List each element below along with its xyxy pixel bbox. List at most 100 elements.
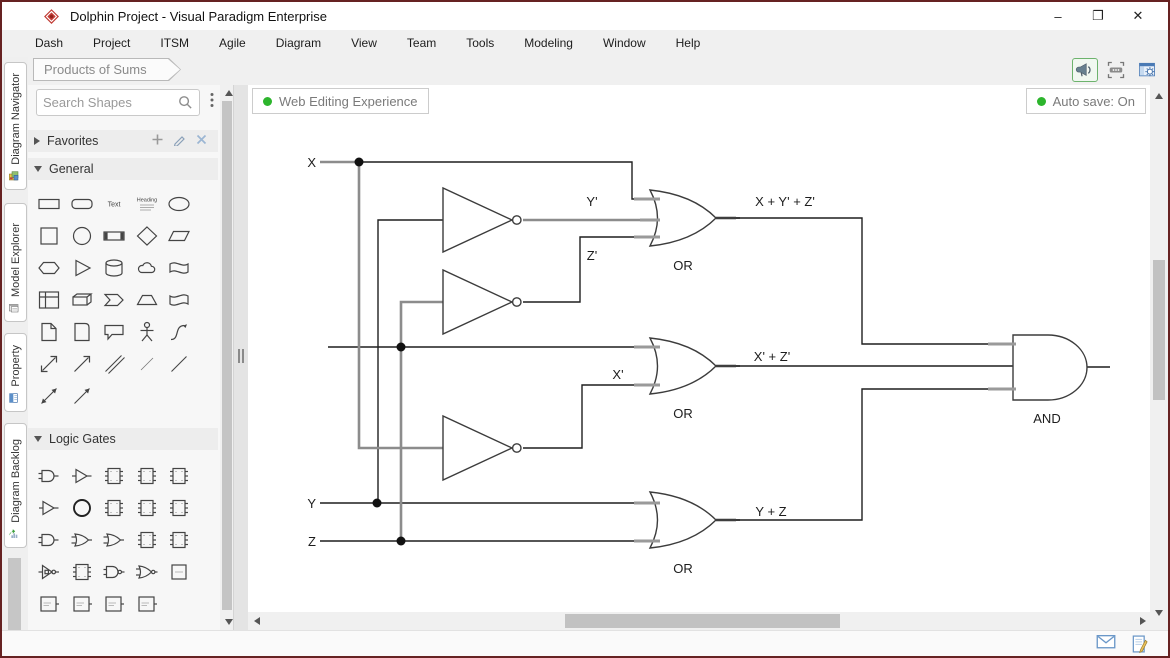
palette-shape-hexagon[interactable] [33, 252, 66, 284]
minimize-button[interactable]: – [1054, 8, 1062, 24]
gate-label-or2[interactable]: OR [673, 406, 693, 421]
palette-shape-double-line[interactable] [98, 348, 131, 380]
palette-shape-callout[interactable] [98, 316, 131, 348]
palette-scrollbar[interactable] [220, 85, 233, 630]
sidebar-tab-diagram-navigator[interactable]: Diagram Navigator [4, 62, 27, 190]
palette-shape-arrow-both-diagonal[interactable] [33, 348, 66, 380]
gate-label-and[interactable]: AND [1033, 411, 1060, 426]
palette-shape-nand-gate[interactable] [98, 556, 131, 588]
logic-circuit-diagram[interactable]: X Y Z Y' Z' X' X + Y' + Z' X' + Z' Y + Z… [248, 85, 1132, 612]
palette-shape-ic-chip[interactable] [131, 524, 164, 556]
menu-diagram[interactable]: Diagram [275, 36, 322, 50]
menu-dash[interactable]: Dash [35, 36, 64, 50]
palette-shape-diamond[interactable] [131, 220, 164, 252]
palette-shape-ic-chip[interactable] [163, 492, 196, 524]
maximize-button[interactable]: ❐ [1092, 8, 1104, 23]
palette-shape-ic-chip[interactable] [163, 460, 196, 492]
scroll-down-icon[interactable] [224, 619, 233, 625]
announcement-icon[interactable] [1072, 58, 1098, 82]
panel-divider[interactable] [233, 85, 248, 630]
palette-shape-and-gate[interactable] [33, 524, 66, 556]
palette-shape-ic-chip[interactable] [98, 460, 131, 492]
horizontal-scroll-thumb[interactable] [565, 614, 840, 628]
palette-shape-framed-rectangle[interactable] [98, 220, 131, 252]
canvas-horizontal-scrollbar[interactable] [248, 612, 1150, 630]
palette-shape-triangle-right[interactable] [66, 252, 99, 284]
close-small-icon[interactable] [195, 133, 208, 149]
not-gate-1[interactable] [442, 186, 514, 254]
add-icon[interactable] [151, 133, 164, 149]
palette-shape-labeled-box[interactable] [66, 588, 99, 620]
sidebar-tab-model-explorer[interactable]: Model Explorer [4, 203, 27, 322]
mail-icon[interactable] [1096, 634, 1116, 654]
signal-label-z-not[interactable]: Z' [587, 248, 597, 263]
input-label-x[interactable]: X [307, 155, 316, 170]
palette-shape-not-gate[interactable] [33, 556, 66, 588]
menu-help[interactable]: Help [675, 36, 701, 50]
palette-shape-curve-arrow[interactable] [163, 316, 196, 348]
diagram-canvas[interactable]: X Y Z Y' Z' X' X + Y' + Z' X' + Z' Y + Z… [248, 85, 1150, 630]
not-gate-2[interactable] [442, 268, 514, 336]
or-gate-3[interactable] [648, 491, 717, 549]
close-button[interactable]: ✕ [1132, 8, 1144, 23]
palette-shape-small-box[interactable] [163, 556, 196, 588]
search-input[interactable] [43, 95, 178, 110]
output-label-or2[interactable]: X' + Z' [754, 349, 790, 364]
palette-shape-ic-chip[interactable] [163, 524, 196, 556]
palette-shape-rectangle[interactable] [33, 188, 66, 220]
menu-agile[interactable]: Agile [219, 36, 246, 50]
palette-shape-diagonal-line[interactable] [163, 348, 196, 380]
scroll-left-icon[interactable] [254, 616, 260, 625]
palette-shape-cylinder[interactable] [98, 252, 131, 284]
signal-label-x-not[interactable]: X' [612, 367, 623, 382]
palette-shape-parallelogram[interactable] [163, 220, 196, 252]
not-bubble-icon[interactable] [511, 443, 522, 453]
canvas-vertical-scrollbar[interactable] [1150, 85, 1168, 630]
section-general[interactable]: General [28, 158, 218, 180]
fit-to-window-icon[interactable] [1103, 58, 1129, 82]
palette-shape-ic-chip[interactable] [131, 492, 164, 524]
tabstrip-scrollbar[interactable] [8, 558, 21, 630]
not-bubble-icon[interactable] [511, 215, 522, 225]
palette-shape-labeled-box[interactable] [131, 588, 164, 620]
signal-label-y-not[interactable]: Y' [586, 194, 597, 209]
palette-shape-heading-shape[interactable]: Heading [131, 188, 164, 220]
sidebar-tab-diagram-backlog[interactable]: Diagram Backlog [4, 423, 27, 548]
palette-shape-wave[interactable] [163, 284, 196, 316]
gate-label-or1[interactable]: OR [673, 258, 693, 273]
palette-scroll-thumb[interactable] [221, 101, 232, 610]
palette-shape-state-circle[interactable] [66, 492, 99, 524]
scroll-up-icon[interactable] [1154, 93, 1163, 99]
palette-shape-text-shape[interactable]: Text [98, 188, 131, 220]
output-label-or1[interactable]: X + Y' + Z' [755, 194, 815, 209]
panel-settings-icon[interactable] [1134, 58, 1160, 82]
output-label-or3[interactable]: Y + Z [755, 504, 786, 519]
gate-label-or3[interactable]: OR [673, 561, 693, 576]
circuit-wires-selected[interactable] [320, 160, 656, 541]
menu-project[interactable]: Project [93, 36, 131, 50]
menu-itsm[interactable]: ITSM [160, 36, 190, 50]
palette-shape-table[interactable] [33, 284, 66, 316]
and-gate[interactable] [1012, 334, 1088, 401]
section-favorites[interactable]: Favorites [28, 130, 218, 152]
palette-shape-cube[interactable] [66, 284, 99, 316]
palette-shape-or-gate[interactable] [98, 524, 131, 556]
scroll-right-icon[interactable] [1140, 616, 1146, 625]
menu-tools[interactable]: Tools [466, 36, 495, 50]
palette-shape-ellipse[interactable] [163, 188, 196, 220]
not-gate-3[interactable] [442, 414, 514, 482]
palette-shape-arrow-line-both[interactable] [33, 380, 66, 412]
palette-shape-buffer-gate[interactable] [33, 492, 66, 524]
palette-shape-document[interactable] [33, 316, 66, 348]
or-gate-2[interactable] [648, 337, 717, 395]
palette-shape-thin-line[interactable] [131, 348, 164, 380]
more-options-icon[interactable] [206, 92, 218, 113]
palette-shape-arrow-open-diagonal[interactable] [66, 348, 99, 380]
vertical-scroll-thumb[interactable] [1153, 260, 1165, 400]
palette-shape-rounded-rectangle[interactable] [66, 188, 99, 220]
menu-window[interactable]: Window [602, 36, 646, 50]
menu-view[interactable]: View [351, 36, 377, 50]
palette-shape-cloud[interactable] [131, 252, 164, 284]
palette-shape-trapezoid[interactable] [131, 284, 164, 316]
section-logic-gates[interactable]: Logic Gates [28, 428, 218, 450]
